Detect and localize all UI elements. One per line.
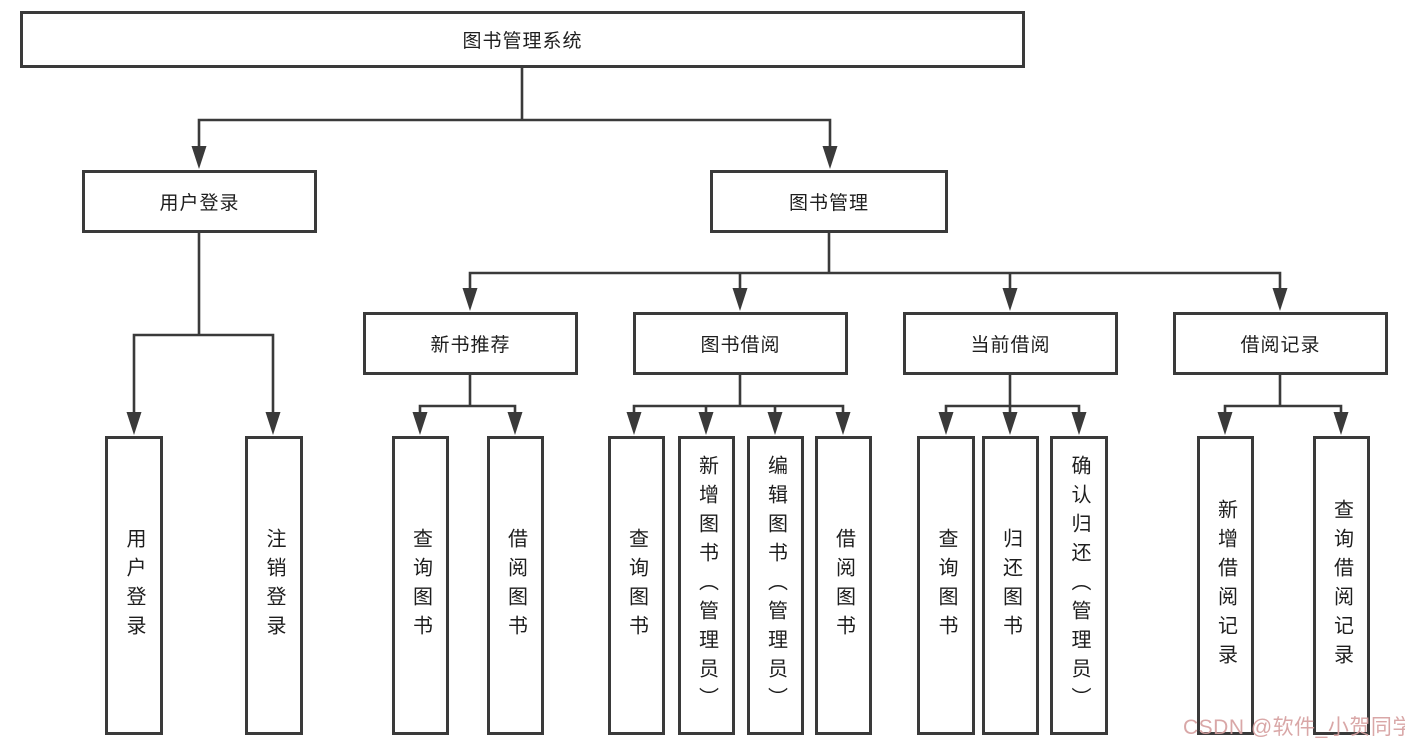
node-current-borrowing: 当前借阅 [903, 312, 1118, 375]
node-label: 图书管理系统 [462, 31, 583, 52]
node-label: 新增图书（管理员） [695, 455, 718, 716]
leaf-borrow-books-recommend: 借阅图书 [487, 436, 544, 735]
node-label: 借阅图书 [504, 527, 527, 644]
node-label: 用户登录 [159, 193, 240, 214]
leaf-query-books-borrow: 查询图书 [608, 436, 665, 735]
node-label: 图书借阅 [700, 335, 781, 356]
leaf-query-books-recommend: 查询图书 [392, 436, 449, 735]
leaf-logout: 注销登录 [245, 436, 303, 735]
node-label: 注销登录 [263, 527, 285, 644]
node-book-management: 图书管理 [710, 170, 948, 233]
leaf-query-books-current: 查询图书 [917, 436, 975, 735]
node-label: 查询图书 [409, 527, 432, 644]
leaf-add-books-admin: 新增图书（管理员） [678, 436, 735, 735]
node-label: 编辑图书（管理员） [764, 455, 787, 716]
node-label: 查询图书 [625, 527, 648, 644]
node-label: 新书推荐 [430, 335, 511, 356]
node-library-management-system: 图书管理系统 [20, 11, 1025, 68]
node-label: 新增借阅记录 [1214, 498, 1237, 673]
node-book-borrowing: 图书借阅 [633, 312, 848, 375]
leaf-edit-books-admin: 编辑图书（管理员） [747, 436, 804, 735]
node-label: 用户登录 [123, 527, 145, 644]
node-label: 确认归还（管理员） [1068, 455, 1090, 716]
csdn-watermark: CSDN @软件_小贺同学 [1183, 716, 1405, 739]
leaf-return-books: 归还图书 [982, 436, 1039, 735]
leaf-add-borrow-record: 新增借阅记录 [1197, 436, 1254, 735]
node-label: 查询图书 [935, 527, 957, 644]
node-label: 当前借阅 [970, 335, 1051, 356]
leaf-user-login: 用户登录 [105, 436, 163, 735]
leaf-confirm-return-admin: 确认归还（管理员） [1050, 436, 1108, 735]
node-borrowing-records: 借阅记录 [1173, 312, 1388, 375]
leaf-borrow-books: 借阅图书 [815, 436, 872, 735]
node-label: 图书管理 [788, 193, 869, 214]
node-user-login: 用户登录 [82, 170, 317, 233]
node-new-book-recommendation: 新书推荐 [363, 312, 578, 375]
node-label: 查询借阅记录 [1330, 498, 1353, 673]
node-label: 借阅记录 [1240, 335, 1321, 356]
node-label: 归还图书 [999, 527, 1022, 644]
node-label: 借阅图书 [832, 527, 855, 644]
leaf-query-borrow-record: 查询借阅记录 [1313, 436, 1370, 735]
